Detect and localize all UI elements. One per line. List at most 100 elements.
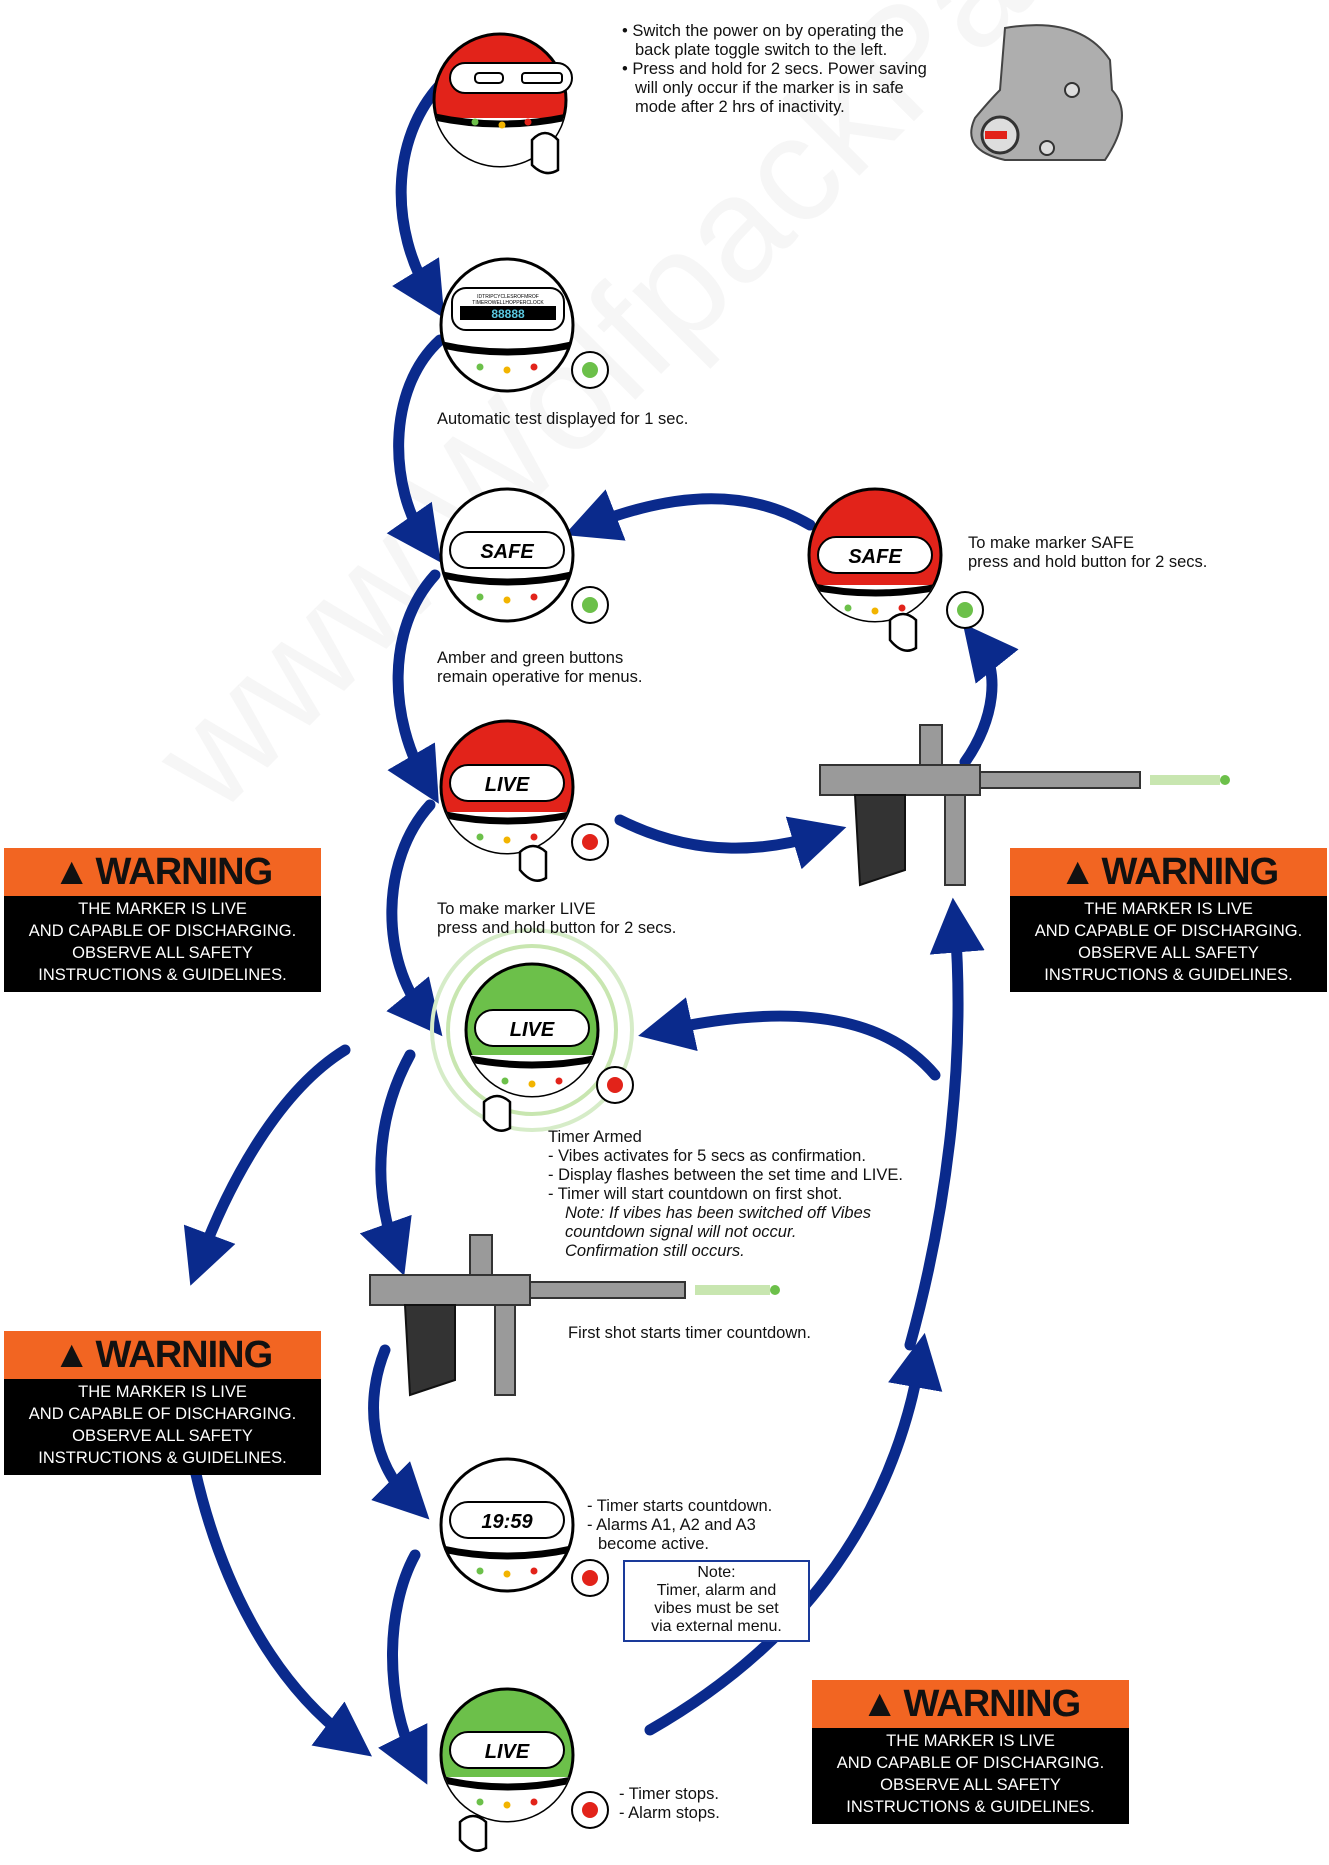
make-safe-caption-2: press and hold button for 2 secs. (968, 553, 1208, 571)
power-line-5: mode after 2 hrs of inactivity. (635, 98, 845, 116)
warning-line: AND CAPABLE OF DISCHARGING. (28, 1405, 297, 1423)
countdown-line-3: become active. (598, 1535, 709, 1553)
arrow-countdown-to-stop (378, 1549, 428, 1785)
warning-panel: ▲WARNING THE MARKER IS LIVE AND CAPABLE … (1010, 848, 1327, 992)
button-live: LIVE (439, 719, 609, 882)
arrow-shot-to-countdown (368, 1344, 430, 1520)
warning-line: THE MARKER IS LIVE (78, 1383, 247, 1401)
first-shot-caption: First shot starts timer countdown. (568, 1324, 811, 1342)
arrow-armed-to-warning (183, 1044, 351, 1286)
live-caption-1: To make marker LIVE (437, 900, 596, 918)
make-safe-display: SAFE (848, 546, 902, 568)
arrow-safe-to-live (387, 569, 441, 804)
make-safe-caption: To make marker SAFE press and hold butto… (968, 534, 1207, 572)
warning-title: WARNING (95, 850, 273, 893)
warning-triangle-icon: ▲ (52, 1333, 91, 1376)
warning-line: THE MARKER IS LIVE (886, 1732, 1055, 1750)
countdown-line-1: - Timer starts countdown. (587, 1497, 773, 1515)
armed-title: Timer Armed (548, 1128, 642, 1146)
warning-title: WARNING (95, 1333, 273, 1376)
warning-panel: ▲WARNING THE MARKER IS LIVE AND CAPABLE … (4, 848, 321, 992)
arrow-makesafe-to-safe (564, 489, 816, 541)
marker-left (369, 1234, 780, 1397)
armed-note-3: Confirmation still occurs. (565, 1242, 745, 1260)
make-safe-caption-1: To make marker SAFE (968, 534, 1134, 552)
button-power (432, 32, 573, 168)
warning-line: THE MARKER IS LIVE (78, 900, 247, 918)
stop-display: LIVE (485, 1741, 530, 1763)
stop-line-1: - Timer stops. (619, 1785, 719, 1803)
warning-triangle-icon: ▲ (860, 1682, 899, 1725)
warning-line: OBSERVE ALL SAFETY (1078, 944, 1259, 962)
notebox-line-3: vibes must be set (654, 1600, 779, 1617)
power-line-4: will only occur if the marker is in safe (635, 79, 904, 97)
safe-caption-1: Amber and green buttons (437, 649, 624, 667)
countdown-line-2: - Alarms A1, A2 and A3 (587, 1516, 756, 1534)
warning-line: OBSERVE ALL SAFETY (880, 1776, 1061, 1794)
countdown-display: 19:59 (481, 1511, 533, 1533)
button-countdown: 19:59 (439, 1457, 609, 1597)
warning-line: AND CAPABLE OF DISCHARGING. (1034, 922, 1303, 940)
safe-caption-2: remain operative for menus. (437, 668, 643, 686)
safe-display: SAFE (480, 541, 534, 563)
armed-line-2: - Display flashes between the set time a… (548, 1166, 903, 1184)
test-caption: Automatic test displayed for 1 sec. (437, 410, 689, 428)
arrow-live-to-armed (386, 799, 443, 1037)
arrow-live-to-marker (614, 814, 847, 870)
warning-line: THE MARKER IS LIVE (1084, 900, 1253, 918)
test-digits: 88888 (491, 307, 525, 321)
test-line1: IDTRIPCYCLESROFMROF (477, 294, 539, 300)
button-safe: SAFE (439, 487, 609, 624)
arrow-warning-to-stop (189, 1464, 372, 1757)
arrow-marker-to-makesafe (959, 623, 1019, 768)
test-line2: TIMEROWELLHOPPERCLOCK (472, 300, 544, 306)
arrow-power-to-test (392, 79, 446, 319)
warning-line: INSTRUCTIONS & GUIDELINES. (846, 1798, 1095, 1816)
notebox-line-1: Note: (697, 1564, 736, 1581)
button-armed: LIVE (430, 928, 634, 1132)
finger-icon (530, 131, 560, 175)
armed-text: Timer Armed - Vibes activates for 5 secs… (548, 1128, 903, 1261)
warning-line: INSTRUCTIONS & GUIDELINES. (38, 1449, 287, 1467)
notebox-line-2: Timer, alarm and (656, 1582, 777, 1599)
warning-title: WARNING (1101, 850, 1279, 893)
armed-note-1: Note: If vibes has been switched off Vib… (565, 1204, 872, 1222)
power-instructions: • Switch the power on by operating the b… (622, 22, 927, 117)
warning-panel: ▲WARNING THE MARKER IS LIVE AND CAPABLE … (4, 1331, 321, 1475)
flow-arrows (183, 79, 1019, 1785)
live-caption-2: press and hold button for 2 secs. (437, 919, 677, 937)
countdown-text: - Timer starts countdown. - Alarms A1, A… (587, 1497, 772, 1554)
arrow-marker-up (904, 897, 985, 1351)
button-test: IDTRIPCYCLESROFMROF TIMEROWELLHOPPERCLOC… (439, 257, 609, 393)
power-line-2: back plate toggle switch to the left. (635, 41, 888, 59)
warning-title: WARNING (903, 1682, 1081, 1725)
backplate-icon (970, 24, 1123, 161)
power-line-1: • Switch the power on by operating the (622, 22, 904, 40)
countdown-notebox: Note: Timer, alarm and vibes must be set… (623, 1560, 810, 1642)
stop-text: - Timer stops. - Alarm stops. (619, 1785, 720, 1823)
notebox-line-4: via external menu. (651, 1618, 782, 1635)
arrow-test-to-safe (386, 334, 446, 563)
warning-line: INSTRUCTIONS & GUIDELINES. (1044, 966, 1293, 984)
live-display: LIVE (485, 774, 530, 796)
warning-panel: ▲WARNING THE MARKER IS LIVE AND CAPABLE … (812, 1680, 1129, 1824)
warning-line: INSTRUCTIONS & GUIDELINES. (38, 966, 287, 984)
armed-display: LIVE (510, 1019, 555, 1041)
warning-triangle-icon: ▲ (52, 850, 91, 893)
arrow-up-to-armed (638, 997, 941, 1081)
warning-triangle-icon: ▲ (1058, 850, 1097, 893)
button-stop: LIVE (439, 1687, 609, 1852)
warning-line: AND CAPABLE OF DISCHARGING. (28, 922, 297, 940)
arrow-stop-to-marker (644, 1332, 943, 1736)
armed-line-1: - Vibes activates for 5 secs as confirma… (548, 1147, 866, 1165)
safe-caption: Amber and green buttons remain operative… (437, 649, 642, 687)
stop-line-2: - Alarm stops. (619, 1804, 720, 1822)
button-make-safe: SAFE (807, 487, 984, 652)
warning-line: OBSERVE ALL SAFETY (72, 944, 253, 962)
armed-note-2: countdown signal will not occur. (565, 1223, 797, 1241)
warning-line: OBSERVE ALL SAFETY (72, 1427, 253, 1445)
live-caption: To make marker LIVE press and hold butto… (437, 900, 676, 938)
warning-line: AND CAPABLE OF DISCHARGING. (836, 1754, 1105, 1772)
marker-right (819, 724, 1230, 887)
